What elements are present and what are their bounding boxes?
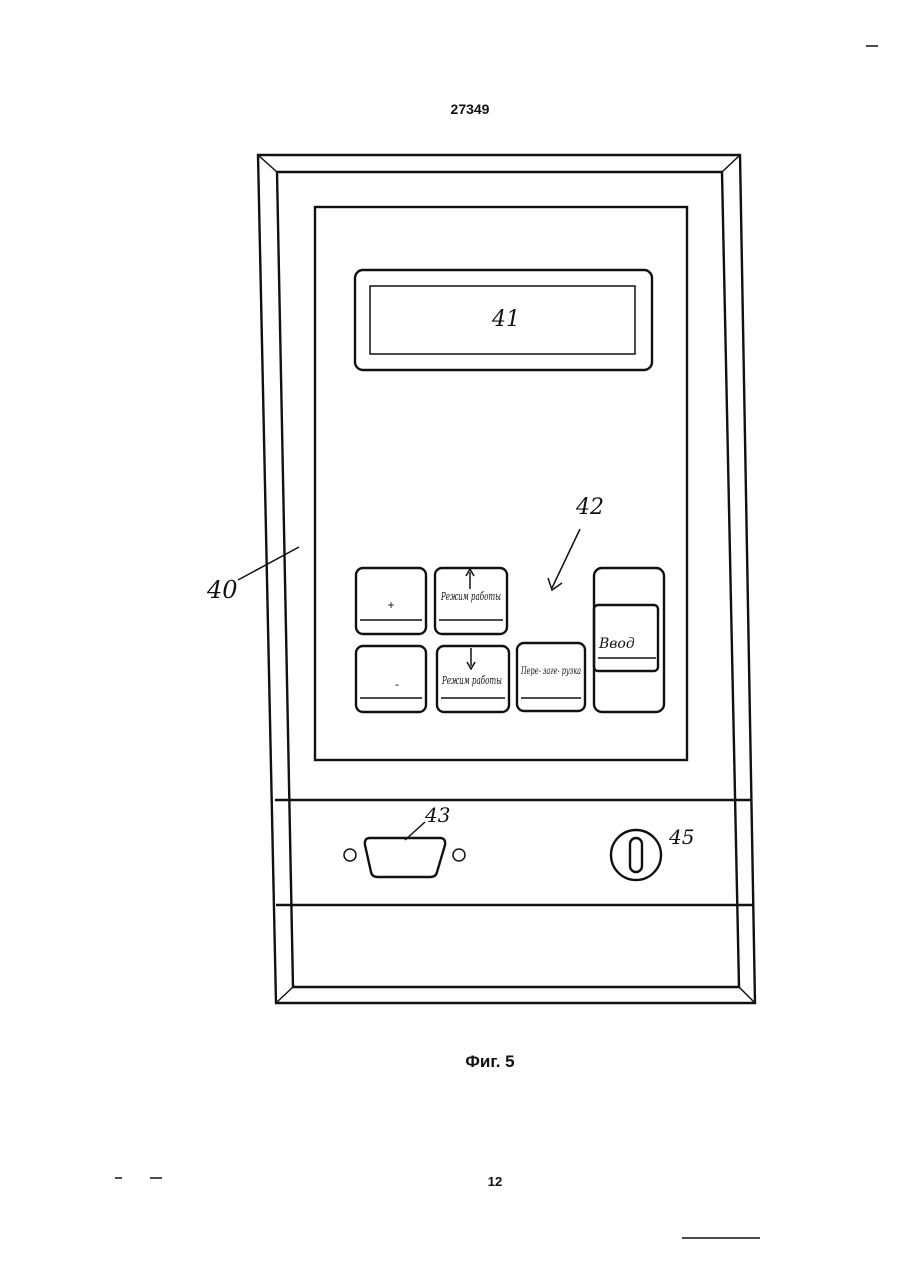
svg-text:-: - (395, 677, 399, 691)
label-housing: 40 (206, 576, 238, 604)
key-enter[interactable]: Ввод (594, 568, 664, 712)
key-switch (611, 830, 661, 880)
key-mode-up[interactable]: Режим работы (435, 568, 507, 634)
connector-port (344, 822, 465, 877)
key-plus[interactable]: + (356, 568, 426, 634)
key-enter-label: Ввод (598, 636, 635, 652)
label-display: 41 (491, 307, 520, 332)
page-number: 12 (0, 1174, 900, 1189)
key-reload[interactable]: Пере- заге- рузка (517, 643, 585, 711)
label-key-switch: 45 (668, 825, 694, 849)
key-mode-up-label: Режим работы (440, 590, 501, 603)
key-reload-label: Пере- заге- рузка (520, 666, 581, 677)
figure-caption: Фиг. 5 (0, 1052, 900, 1072)
key-mode-down-label: Режим работы (441, 674, 502, 687)
key-minus[interactable]: - (356, 646, 426, 712)
label-keypad: 42 (575, 495, 604, 520)
label-connector: 43 (424, 803, 450, 827)
key-mode-down[interactable]: Режим работы (437, 646, 509, 712)
svg-text:+: + (387, 598, 394, 612)
